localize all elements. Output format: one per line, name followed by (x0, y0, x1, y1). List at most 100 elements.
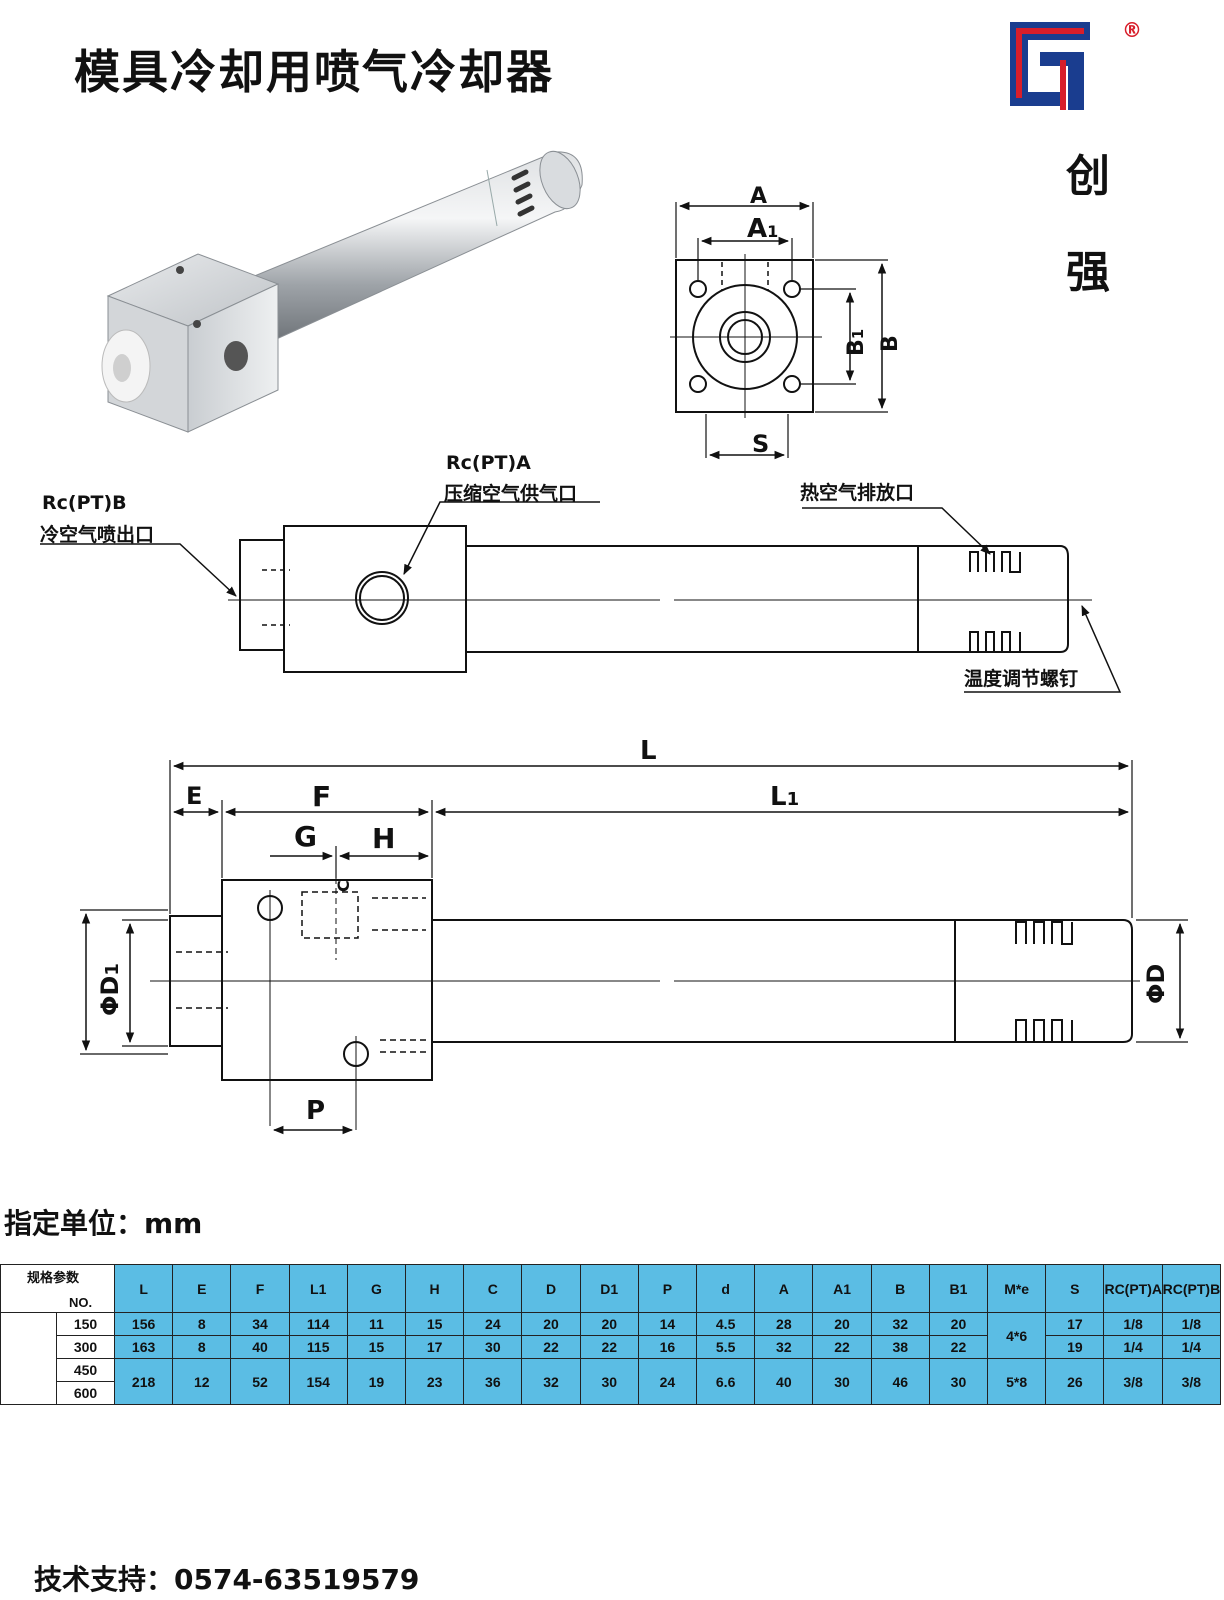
dim-label-e: E (186, 782, 203, 810)
hot-exhaust-label: 热空气排放口 (800, 482, 915, 504)
table-cell: 40 (754, 1358, 814, 1405)
registered-mark: ® (1122, 18, 1142, 42)
table-cell: 16 (637, 1335, 698, 1359)
column-header: M*e (987, 1264, 1047, 1313)
table-cell: 115 (288, 1335, 348, 1359)
dim-label-c: C (334, 880, 353, 892)
port-a-code: Rc(PT)A (446, 452, 531, 474)
dim-label-h: H (372, 822, 396, 855)
table-cell: 154 (288, 1358, 348, 1405)
table-empty-cell (0, 1312, 57, 1405)
column-header: RC(PT)B (1161, 1264, 1222, 1313)
table-cell: 26 (1045, 1358, 1105, 1405)
table-cell: 38 (870, 1335, 930, 1359)
table-cell: 20 (579, 1312, 639, 1336)
table-cell: 36 (463, 1358, 523, 1405)
dim-label-b1: B1 (844, 328, 869, 356)
port-a-desc: 压缩空气供气口 (444, 483, 578, 505)
table-row: 600 (1, 1381, 1221, 1405)
table-cell: 11 (346, 1312, 407, 1336)
column-header: B (870, 1264, 930, 1313)
table-cell: 32 (754, 1335, 814, 1359)
table-cell: 14 (637, 1312, 698, 1336)
table-cell: 4*6 (987, 1312, 1047, 1359)
table-cell: 30 (812, 1358, 872, 1405)
table-cell: 8 (172, 1312, 232, 1336)
table-cell: 52 (230, 1358, 290, 1405)
column-header: L1 (288, 1264, 348, 1313)
model-cell: 600 (56, 1381, 115, 1405)
column-header: S (1045, 1264, 1105, 1313)
table-cell: 114 (288, 1312, 348, 1336)
table-cell: 20 (521, 1312, 581, 1336)
table-cell: 30 (928, 1358, 989, 1405)
model-cell: 300 (56, 1335, 115, 1359)
table-cell: 19 (346, 1358, 407, 1405)
table-cell: 15 (346, 1335, 407, 1359)
table-cell: 23 (405, 1358, 465, 1405)
table-row: 150 156 8 34 114 11 15 24 20 20 14 4.5 2… (0, 1312, 1222, 1405)
dim-label-l1: L1 (770, 782, 800, 812)
table-cell: 156 (113, 1312, 174, 1336)
table-cell: 163 (113, 1335, 174, 1359)
brand-logo (1010, 22, 1090, 110)
port-b-code: Rc(PT)B (42, 492, 127, 514)
table-cell: 17 (1045, 1312, 1105, 1336)
column-header: B1 (928, 1264, 989, 1313)
table-cell: 22 (579, 1335, 639, 1359)
table-cell: 32 (521, 1358, 581, 1405)
dim-label-p: P (306, 1096, 326, 1126)
column-header: RC(PT)A (1103, 1264, 1163, 1313)
side-view-drawing (40, 501, 1122, 693)
table-cell: 3/8 (1161, 1358, 1222, 1405)
temp-screw-label: 温度调节螺钉 (964, 668, 1079, 690)
table-cell: 1/4 (1161, 1335, 1222, 1359)
column-header: E (172, 1264, 232, 1313)
brand-char-2: 强 (1066, 247, 1110, 298)
table-header-row: 规格参数 NO. L E F L1 G H C D D1 P d A A1 B … (0, 1264, 1222, 1313)
table-cell: 32 (870, 1312, 930, 1336)
support-contact: 技术支持：0574-63519579 (34, 1563, 420, 1596)
dim-label-s: S (752, 430, 770, 458)
column-header: P (637, 1264, 698, 1313)
port-b-desc: 冷空气喷出口 (40, 524, 155, 546)
column-header: A (754, 1264, 814, 1313)
table-cell: 1/8 (1103, 1312, 1163, 1336)
dimension-drawing (80, 760, 1188, 1135)
column-header: C (463, 1264, 523, 1313)
table-cell: 3/8 (1103, 1358, 1163, 1405)
brand-char-1: 创 (1066, 151, 1110, 202)
dim-label-a: A (750, 184, 768, 209)
column-header: A1 (812, 1264, 872, 1313)
table-cell: 22 (521, 1335, 581, 1359)
table-corner: 规格参数 NO. (0, 1264, 115, 1313)
table-cell: 1/8 (1161, 1312, 1222, 1336)
table-cell: 6.6 (696, 1358, 756, 1405)
column-header: d (696, 1264, 756, 1313)
dim-label-l: L (640, 736, 657, 766)
table-cell: 34 (230, 1312, 290, 1336)
table-cell: 46 (870, 1358, 930, 1405)
table-cell: 20 (812, 1312, 872, 1336)
table-cell: 24 (463, 1312, 523, 1336)
dim-label-a1: A1 (747, 214, 779, 244)
table-cell: 8 (172, 1335, 232, 1359)
table-cell: 30 (463, 1335, 523, 1359)
table-cell: 20 (928, 1312, 989, 1336)
table-cell: 12 (172, 1358, 232, 1405)
model-cell: 150 (56, 1312, 115, 1336)
dim-label-d: ΦD (1142, 963, 1170, 1004)
table-cell: 4.5 (696, 1312, 756, 1336)
spec-table: 规格参数 NO. L E F L1 G H C D D1 P d A A1 B … (0, 1264, 1222, 1405)
dim-label-d1: ΦD1 (96, 963, 124, 1016)
column-header: L (113, 1264, 174, 1313)
model-cell: 450 (56, 1358, 115, 1382)
column-header: H (405, 1264, 465, 1313)
dim-label-g: G (294, 820, 317, 853)
table-cell: 5*8 (987, 1358, 1047, 1405)
column-header: G (346, 1264, 407, 1313)
table-cell: 5.5 (696, 1335, 756, 1359)
table-cell: 17 (405, 1335, 465, 1359)
table-cell: 218 (113, 1358, 174, 1405)
product-3d-image (101, 150, 583, 433)
